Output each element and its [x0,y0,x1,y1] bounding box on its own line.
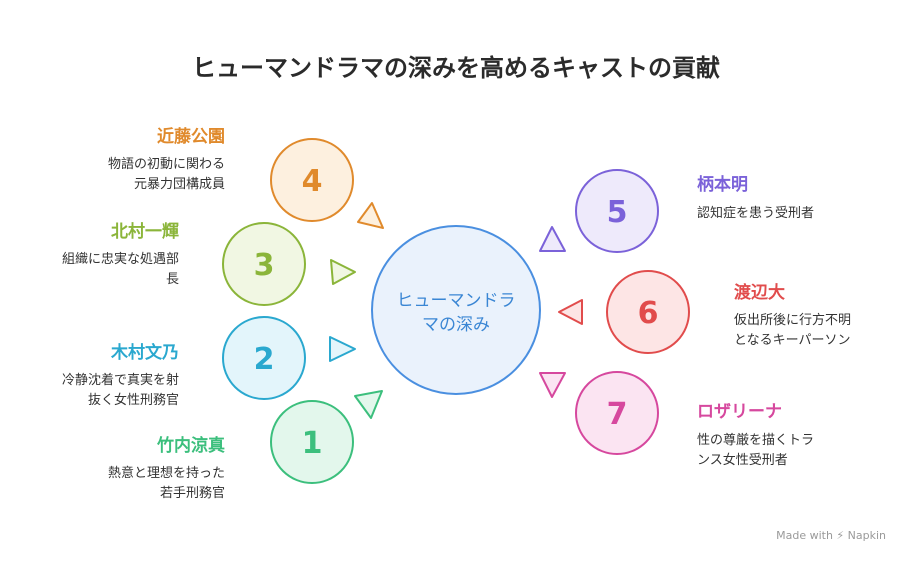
node-3-desc-line2: 長 [165,272,179,287]
node-1-desc-line1: 熱意と理想を持った [107,466,225,481]
node-6-description: 仮出所後に行方不明 となるキーパーソン [734,311,851,351]
node-1-circle [270,400,354,484]
node-2-description: 冷静沈着で真実を射 抜く女性刑務官 [62,371,179,411]
node-5-circle [575,169,659,253]
node-7-number: 7 [607,397,628,432]
node-4-number: 4 [302,164,323,199]
arrow-node-5 [539,226,566,252]
node-2-name: 木村文乃 [111,343,179,363]
node-1-number: 1 [302,426,323,461]
node-4-name: 近藤公園 [157,127,225,147]
node-7-desc-line1: 性の尊厳を描くトラ [697,433,815,448]
node-3-name: 北村一輝 [111,222,179,242]
node-7-name: ロザリーナ [697,402,782,422]
node-4-desc-line1: 物語の初動に関わる [107,157,225,172]
node-5: 5 [575,169,659,253]
node-6: 6 [606,270,690,354]
node-2-desc-line1: 冷静沈着で真実を射 [61,373,179,388]
node-1: 1 [270,400,354,484]
node-1-description: 熱意と理想を持った 若手刑務官 [108,464,225,504]
node-3-description: 組織に忠実な処遇部 長 [62,250,179,290]
node-3-desc-line1: 組織に忠実な処遇部 [61,252,179,267]
napkin-watermark: Made with ⚡ Napkin [776,529,886,542]
node-2-number: 2 [254,342,275,377]
node-5-desc-line1: 認知症を患う受刑者 [697,206,815,221]
node-6-desc-line2: となるキーパーソン [734,333,851,348]
node-5-description: 認知症を患う受刑者 [697,204,814,224]
center-label-line2: マの深み [422,315,490,335]
node-2-desc-line2: 抜く女性刑務官 [87,393,179,408]
node-2: 2 [222,316,306,400]
node-6-name: 渡辺大 [734,283,785,303]
node-7-desc-line2: ンス女性受刑者 [697,453,788,468]
node-4: 4 [270,138,354,222]
arrow-node-4 [357,202,384,229]
center-circle [371,225,541,395]
arrow-node-2 [329,336,356,362]
node-7: 7 [575,371,659,455]
node-3: 3 [222,222,306,306]
arrow-node-1 [354,390,383,419]
node-1-name: 竹内涼真 [157,436,225,456]
node-6-circle [606,270,690,354]
arrow-node-6 [558,299,583,325]
arrow-node-7 [539,372,566,398]
node-5-number: 5 [607,195,628,230]
node-4-desc-line2: 元暴力団構成員 [133,177,225,192]
node-6-desc-line1: 仮出所後に行方不明 [734,313,852,328]
diagram-title: ヒューマンドラマの深みを高めるキャストの貢献 [192,54,720,82]
arrow-node-3 [330,259,356,285]
node-3-circle [222,222,306,306]
node-4-description: 物語の初動に関わる 元暴力団構成員 [108,155,225,195]
node-2-circle [222,316,306,400]
node-1-desc-line2: 若手刑務官 [159,486,225,501]
node-5-name: 柄本明 [697,175,748,195]
node-4-circle [270,138,354,222]
node-6-number: 6 [638,296,659,331]
node-7-description: 性の尊厳を描くトラ ンス女性受刑者 [697,431,814,471]
node-7-circle [575,371,659,455]
center-label-line1: ヒューマンドラ [397,291,516,311]
node-3-number: 3 [254,248,275,283]
